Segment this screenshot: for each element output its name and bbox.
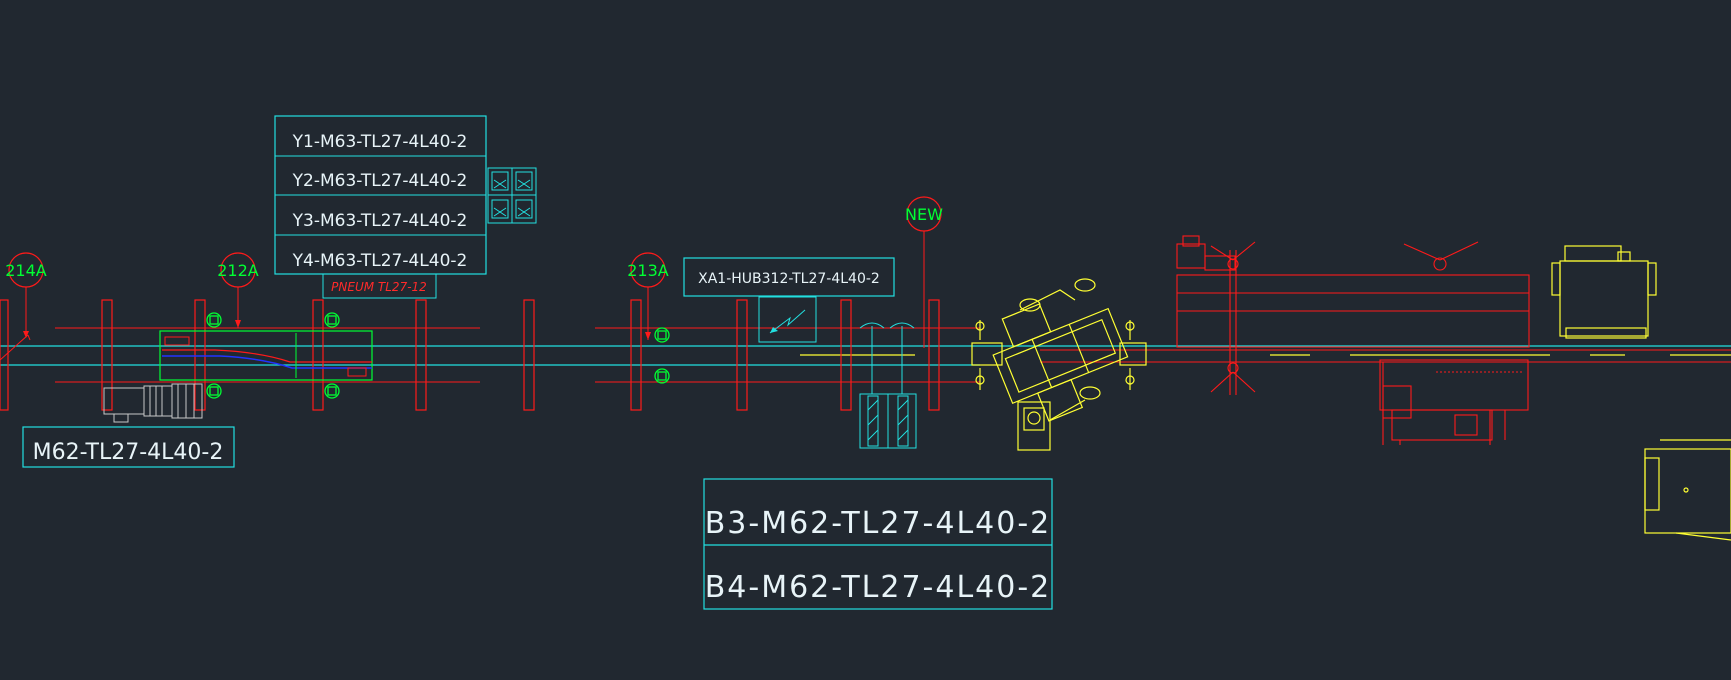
- marker-214a-label: 214A: [5, 261, 47, 280]
- valve-table[interactable]: Y1-M63-TL27-4L40-2 Y2-M63-TL27-4L40-2 Y3…: [274, 115, 487, 275]
- transfer-unit: [159, 330, 373, 381]
- motor-drawing: [103, 383, 203, 423]
- left-edge-marks: [0, 334, 31, 361]
- bottom-row-b3: B3-M62-TL27-4L40-2: [705, 506, 1052, 541]
- marker-213a-label: 213A: [627, 261, 669, 280]
- motor-label-box[interactable]: M62-TL27-4L40-2: [22, 426, 235, 468]
- rotary-unit: [971, 278, 1147, 451]
- pneum-label: PNEUM TL27-12: [331, 280, 427, 294]
- valve-row-y2: Y2-M63-TL27-4L40-2: [292, 171, 468, 191]
- valve-row-y3: Y3-M63-TL27-4L40-2: [292, 211, 468, 231]
- control-cabinets: [1551, 245, 1731, 541]
- marker-212a[interactable]: 212A: [217, 252, 259, 328]
- support-posts: [0, 299, 940, 411]
- right-equipment: [1176, 235, 1530, 445]
- bottom-label-table[interactable]: B3-M62-TL27-4L40-2 B4-M62-TL27-4L40-2: [703, 478, 1053, 610]
- marker-new[interactable]: NEW: [905, 196, 943, 348]
- bottom-row-b4: B4-M62-TL27-4L40-2: [705, 570, 1052, 605]
- valve-row-y4: Y4-M63-TL27-4L40-2: [292, 251, 468, 271]
- pneum-label-box: PNEUM TL27-12: [322, 273, 437, 299]
- sensors: [206, 312, 670, 399]
- hub-label: XA1-HUB312-TL27-4L40-2: [698, 271, 880, 287]
- valve-row-y1: Y1-M63-TL27-4L40-2: [292, 132, 468, 152]
- sensor-post: [859, 322, 917, 449]
- marker-214a[interactable]: 214A: [5, 252, 47, 338]
- conveyor-rails: [0, 345, 1731, 366]
- marker-213a[interactable]: 213A: [627, 252, 669, 340]
- valve-symbols: [487, 167, 537, 224]
- motor-label: M62-TL27-4L40-2: [33, 440, 224, 465]
- marker-212a-label: 212A: [217, 261, 259, 280]
- hub-label-box[interactable]: XA1-HUB312-TL27-4L40-2: [683, 257, 895, 343]
- marker-new-label: NEW: [905, 205, 943, 224]
